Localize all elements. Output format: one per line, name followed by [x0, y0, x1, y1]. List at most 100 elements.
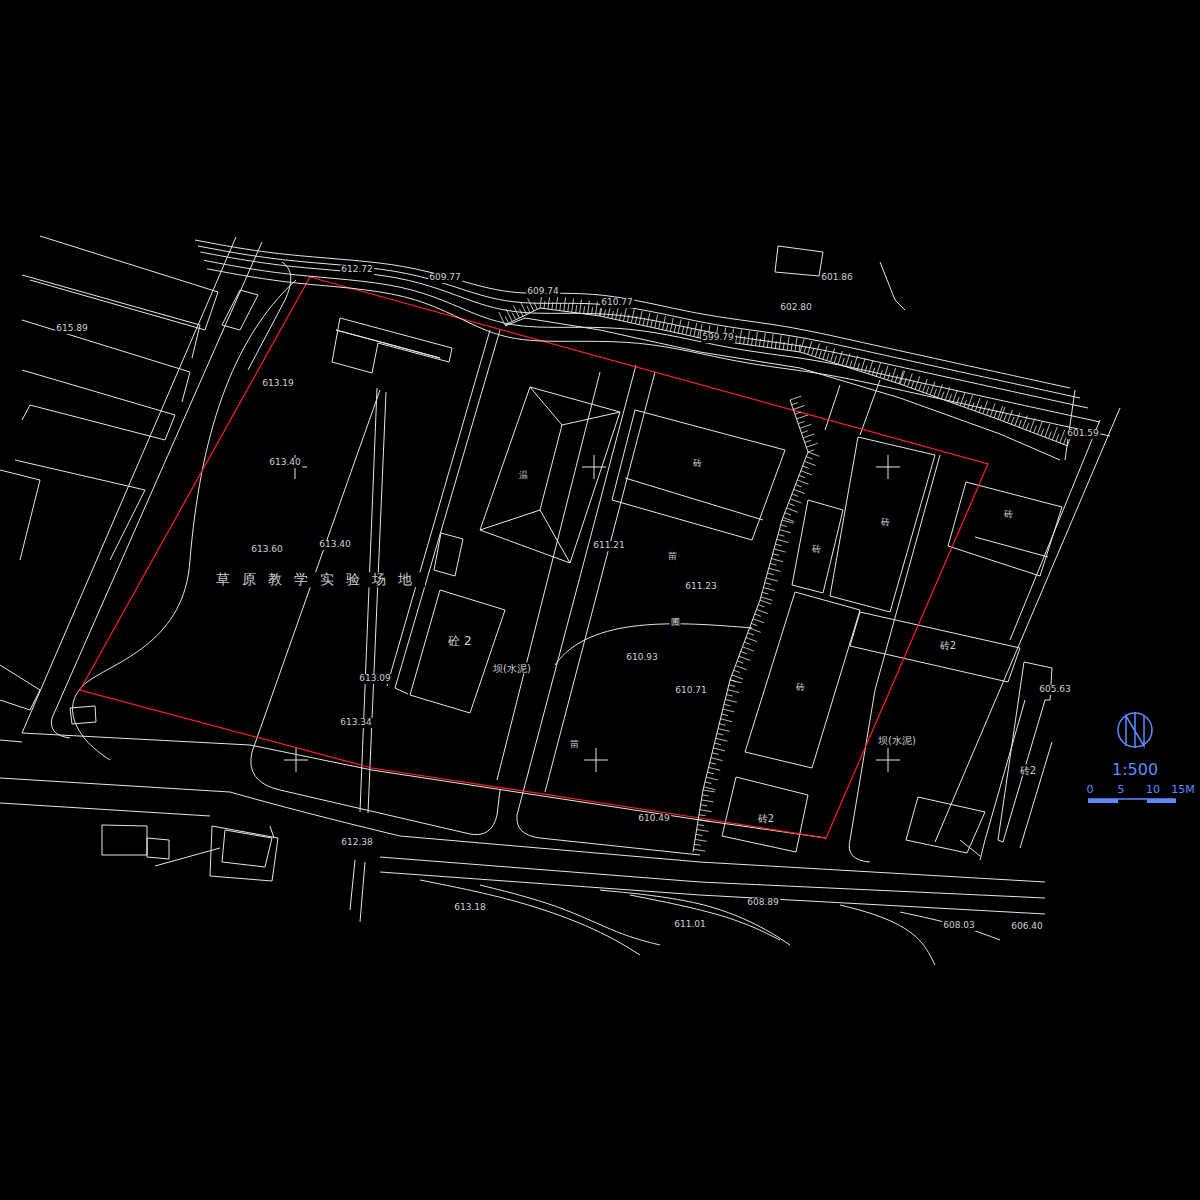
area-label: 苗	[569, 740, 580, 750]
road-edge	[960, 700, 1025, 860]
grid-cross	[283, 455, 900, 772]
elevation-label: 602.80	[779, 303, 813, 313]
contour-line	[195, 240, 1070, 388]
greenhouse	[480, 387, 620, 563]
building	[222, 290, 258, 330]
path-edge	[155, 848, 220, 866]
building	[948, 482, 1062, 576]
area-label: 苗	[667, 552, 678, 562]
road-edge	[22, 237, 826, 838]
strip-edge	[387, 330, 500, 694]
strip-edge	[517, 365, 700, 855]
surface-label: 坝(水泥)	[877, 735, 917, 746]
elevation-label: 610.77	[600, 298, 634, 308]
scale-label: 0	[1086, 784, 1095, 796]
roof-line	[540, 510, 570, 563]
elevation-label: 605.63	[1038, 685, 1072, 695]
building-label: 砼 2	[447, 635, 472, 648]
scale-label: 15M	[1170, 784, 1196, 796]
building-label: 砖	[811, 545, 822, 555]
elevation-label: 599.79	[701, 333, 735, 343]
elevation-label: 613.18	[453, 903, 487, 913]
contour-line	[900, 912, 1000, 940]
nursery-curve	[555, 624, 752, 665]
elevation-label: 612.72	[340, 265, 374, 275]
road-edge	[0, 740, 22, 742]
building	[850, 612, 1020, 682]
building-label: 温	[518, 471, 529, 481]
scale-label: 1:500	[1111, 761, 1159, 779]
elevation-label: 608.89	[746, 898, 780, 908]
road-edge	[380, 857, 1045, 898]
contour-line	[420, 880, 640, 955]
building	[22, 370, 175, 440]
elevation-label: 609.74	[526, 287, 560, 297]
field-edge	[360, 388, 386, 813]
road-edge	[248, 262, 291, 370]
scale-bar	[1147, 799, 1176, 803]
elevation-label: 613.40	[318, 540, 352, 550]
building	[745, 592, 860, 768]
elevation-label: 613.34	[339, 718, 373, 728]
roof-line	[480, 387, 562, 530]
building-label: 砖	[692, 459, 703, 469]
building	[147, 838, 169, 859]
building-label: 砖	[795, 683, 806, 693]
building	[775, 246, 823, 276]
embankment-edge	[693, 400, 808, 852]
building	[102, 825, 147, 855]
elevation-label: 606.40	[1010, 922, 1044, 932]
elevation-label: 611.23	[684, 582, 718, 592]
area-label: 圃	[670, 618, 681, 628]
scale-bar	[1088, 799, 1118, 803]
building	[410, 590, 505, 713]
elevation-label: 612.38	[340, 838, 374, 848]
north-symbol	[1118, 713, 1152, 747]
building	[15, 460, 145, 560]
contour-line	[630, 895, 780, 940]
building	[0, 470, 40, 560]
building	[792, 500, 843, 593]
embankment-hatch	[693, 396, 819, 851]
elevation-label: 611.01	[673, 920, 707, 930]
contour-line	[600, 890, 790, 945]
building-label: 砖	[880, 518, 891, 528]
building	[0, 665, 40, 710]
building-line	[625, 478, 763, 520]
building	[22, 275, 200, 358]
building-line	[975, 537, 1048, 557]
embankment-edge	[505, 318, 1060, 460]
building-label: 砖2	[757, 813, 775, 824]
elevation-label: 611.21	[592, 541, 626, 551]
building	[70, 706, 96, 724]
contour-line	[840, 905, 935, 965]
surface-label: 坝(水泥)	[492, 663, 532, 674]
elevation-label: 613.60	[250, 545, 284, 555]
road-edge	[935, 390, 1120, 842]
contour-line	[200, 252, 1088, 408]
building	[210, 826, 278, 881]
strip-edge	[849, 455, 940, 862]
building-label: 砖2	[1019, 765, 1037, 776]
building	[906, 797, 985, 853]
building	[830, 437, 935, 612]
elevation-label: 613.40	[268, 458, 302, 468]
roof-line	[562, 412, 620, 425]
scale-label: 10	[1145, 784, 1161, 796]
building	[722, 777, 808, 852]
elevation-label: 601.86	[820, 273, 854, 283]
building	[612, 410, 785, 540]
north-symbol	[1126, 712, 1144, 748]
contour-line	[480, 885, 660, 945]
area-label: 草原教学实验场地	[215, 572, 425, 587]
elevation-label: 601.59	[1066, 429, 1100, 439]
strip-edge	[497, 372, 600, 780]
slope-line	[880, 262, 905, 310]
embankment-hatch	[499, 294, 1072, 446]
elevation-label: 609.77	[428, 273, 462, 283]
elevation-label: 613.19	[261, 379, 295, 389]
building-label: 砖	[1003, 510, 1014, 520]
building	[22, 320, 190, 402]
elevation-label: 610.93	[625, 653, 659, 663]
